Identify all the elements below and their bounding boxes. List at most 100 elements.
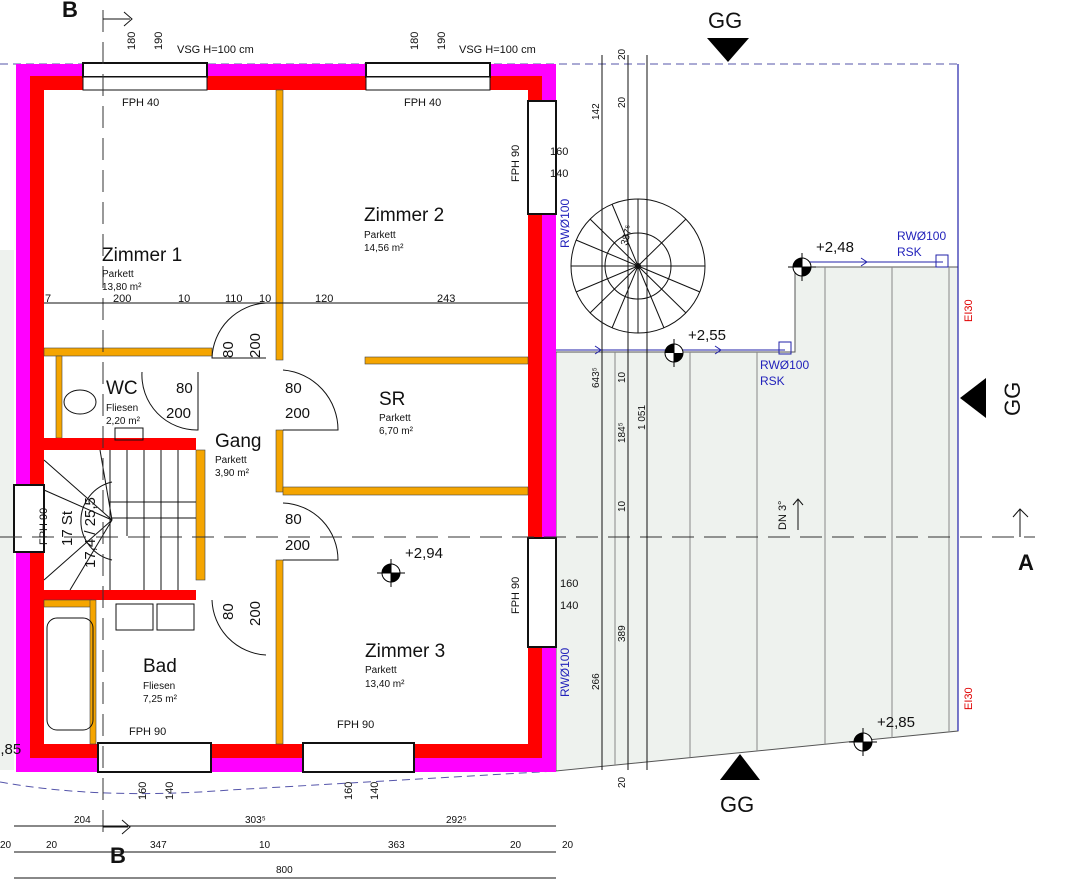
svg-text:FPH 40: FPH 40 (404, 97, 441, 109)
svg-text:190: 190 (436, 32, 448, 50)
svg-text:Zimmer 2: Zimmer 2 (364, 205, 444, 226)
downpipe-label: RWØ100 (897, 229, 946, 243)
svg-text:Gang: Gang (215, 431, 261, 452)
gg-marker-right (960, 378, 986, 418)
gutter-label: RSK (760, 374, 785, 388)
svg-text:190: 190 (153, 32, 165, 50)
svg-text:20: 20 (617, 776, 628, 788)
svg-text:Parkett: Parkett (102, 269, 134, 280)
svg-text:Parkett: Parkett (364, 230, 396, 241)
svg-text:20: 20 (617, 48, 628, 60)
svg-text:800: 800 (276, 865, 293, 876)
svg-text:184⁵: 184⁵ (617, 422, 628, 443)
gg-marker-top (707, 38, 749, 62)
svg-text:10: 10 (259, 840, 271, 851)
svg-text:266: 266 (591, 673, 602, 690)
svg-text:Parkett: Parkett (215, 455, 247, 466)
svg-text:180: 180 (409, 32, 421, 50)
svg-text:10: 10 (617, 500, 628, 512)
svg-text:363: 363 (388, 840, 405, 851)
svg-text:243: 243 (437, 293, 455, 305)
svg-text:80: 80 (220, 341, 237, 358)
svg-text:200: 200 (247, 333, 264, 358)
gg-marker-bottom (720, 754, 760, 780)
svg-text:303⁵: 303⁵ (245, 815, 266, 826)
section-b-arrow-bottom (103, 819, 131, 835)
gutter-label: RSK (897, 245, 922, 259)
svg-text:FPH 40: FPH 40 (122, 97, 159, 109)
elevation-label: +2,48 (816, 239, 854, 256)
svg-text:80: 80 (176, 380, 193, 397)
svg-text:142: 142 (591, 103, 602, 120)
downpipe-label: RWØ100 (760, 358, 809, 372)
fire-rating-label: EI30 (963, 299, 975, 322)
inner-dimension-row: 7 200 10 110 10 120 243 (45, 293, 455, 305)
svg-text:80: 80 (285, 380, 302, 397)
elevation-label: +2,85 (877, 714, 915, 731)
svg-text:140: 140 (164, 782, 176, 800)
svg-text:SR: SR (379, 389, 405, 410)
svg-text:160: 160 (137, 782, 149, 800)
fixtures (46, 389, 195, 731)
elevation-markers (377, 253, 877, 756)
section-a-label: A (1018, 550, 1034, 575)
stair-steps: 17 St (59, 510, 76, 546)
svg-text:13,40 m²: 13,40 m² (365, 679, 405, 690)
svg-text:292⁵: 292⁵ (446, 815, 467, 826)
gg-label-right: GG (1000, 382, 1025, 416)
svg-text:Zimmer 1: Zimmer 1 (102, 245, 182, 266)
svg-text:389: 389 (617, 625, 628, 642)
gg-label-top: GG (708, 8, 742, 33)
svg-text:FPH 90: FPH 90 (38, 508, 50, 545)
doors[interactable] (141, 302, 339, 656)
svg-text:20: 20 (510, 840, 522, 851)
svg-text:1 051: 1 051 (637, 405, 648, 430)
svg-text:347: 347 (150, 840, 167, 851)
fire-rating-label: EI30 (963, 687, 975, 710)
spiral-stair (570, 198, 706, 334)
svg-text:80: 80 (220, 603, 237, 620)
window-labels: FPH 40 VSG H=100 cm 180 190 FPH 40 VSG H… (38, 32, 578, 800)
slope-label: DN 3° (777, 501, 789, 530)
spiral-stair-dim: 387⁵ (619, 224, 635, 247)
room-zimmer-1: Zimmer 1 Parkett 13,80 m² (102, 245, 182, 293)
downpipe-label: RWØ100 (558, 199, 572, 248)
gg-label-bottom: GG (720, 792, 754, 817)
svg-text:7: 7 (45, 293, 51, 305)
svg-text:200: 200 (113, 293, 131, 305)
svg-text:WC: WC (106, 378, 138, 399)
stair-ratio: 17,4 / 25,5 (82, 497, 99, 568)
svg-text:20: 20 (46, 840, 58, 851)
svg-text:FPH 90: FPH 90 (510, 577, 522, 614)
svg-text:Bad: Bad (143, 656, 177, 677)
svg-text:160: 160 (343, 782, 355, 800)
svg-text:140: 140 (550, 168, 568, 180)
svg-text:Zimmer 3: Zimmer 3 (365, 641, 445, 662)
svg-text:140: 140 (560, 600, 578, 612)
svg-text:FPH 90: FPH 90 (510, 145, 522, 182)
section-b-arrow-top (103, 11, 133, 27)
svg-text:160: 160 (560, 578, 578, 590)
downpipe-label: RWØ100 (558, 648, 572, 697)
svg-text:80: 80 (285, 511, 302, 528)
elevation-label: +2,55 (688, 327, 726, 344)
terrace-boards (614, 267, 950, 765)
elevation-label: +2,94 (405, 545, 443, 562)
svg-text:643⁵: 643⁵ (591, 367, 602, 388)
svg-text:10: 10 (259, 293, 271, 305)
svg-text:110: 110 (225, 293, 243, 305)
svg-text:13,80 m²: 13,80 m² (102, 282, 142, 293)
svg-text:10: 10 (617, 371, 628, 383)
straight-stair (43, 449, 196, 591)
dimension-lines (14, 55, 648, 879)
svg-text:200: 200 (285, 537, 310, 554)
svg-text:20: 20 (0, 840, 12, 851)
svg-text:20: 20 (617, 96, 628, 108)
svg-text:120: 120 (315, 293, 333, 305)
